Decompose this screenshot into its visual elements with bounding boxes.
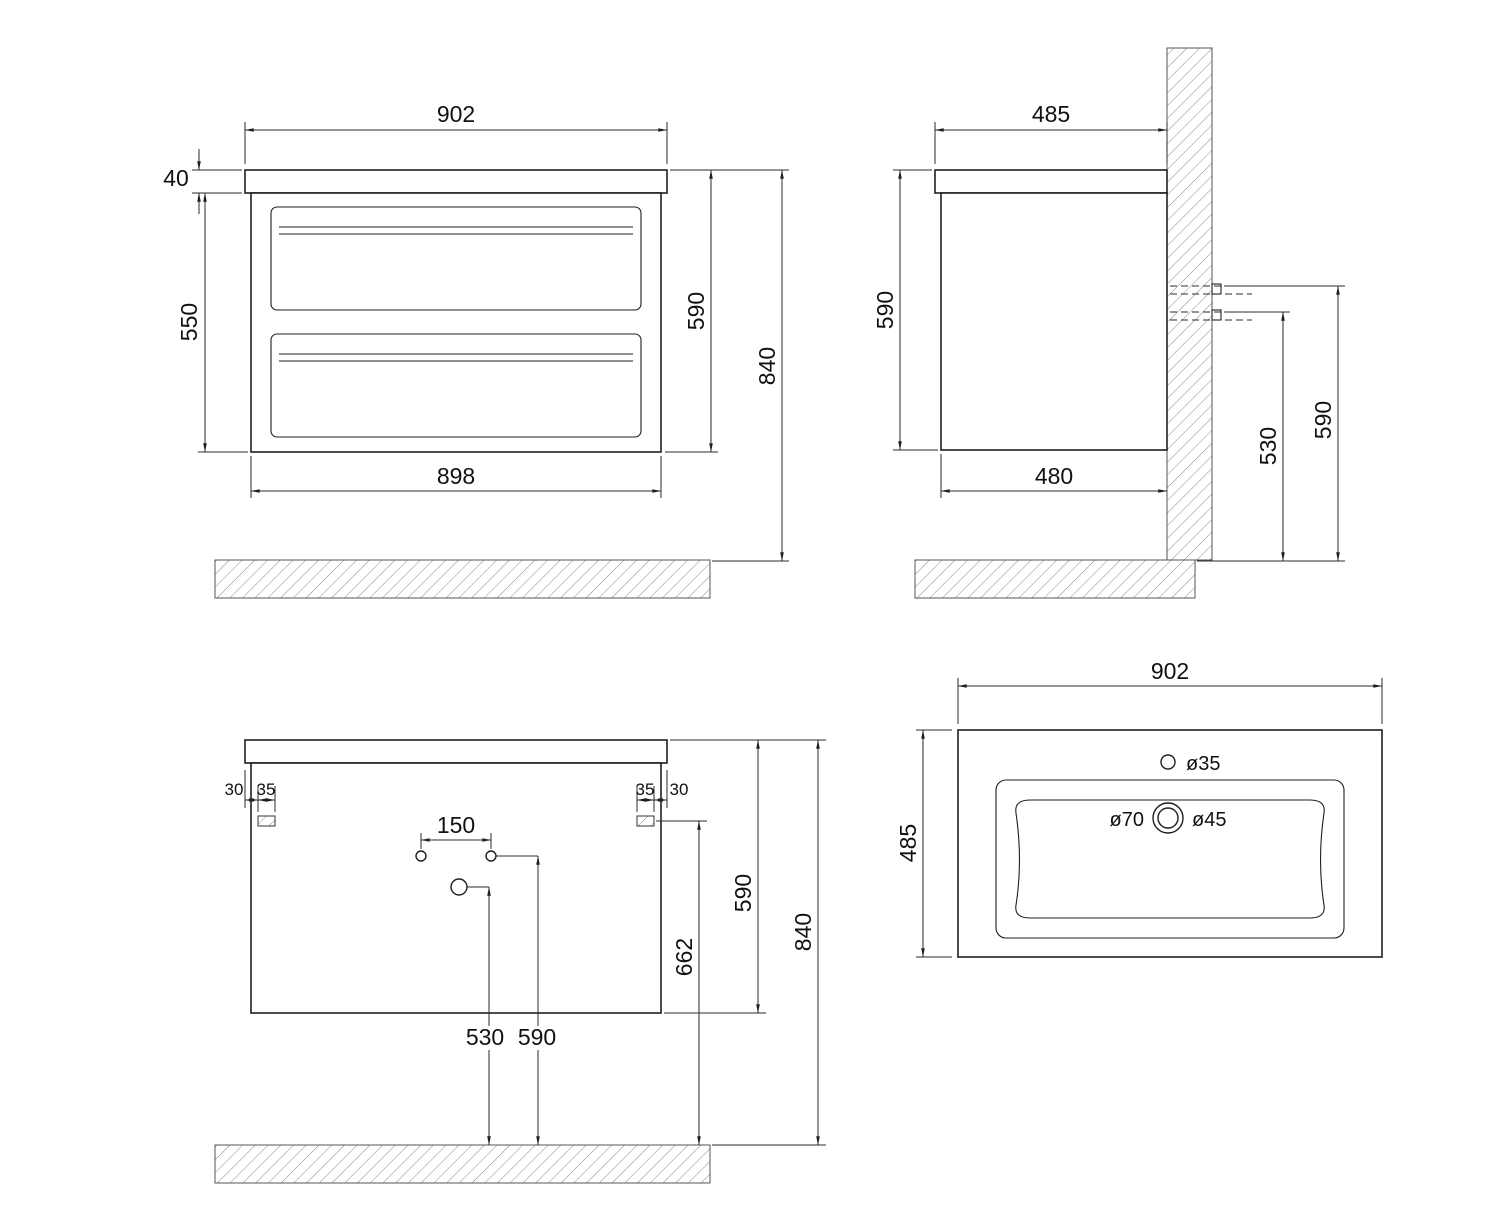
- basin-overflow-hole: [1160, 754, 1176, 770]
- dim-rear-drain-height: 530: [466, 1024, 504, 1050]
- rear-hanging-bracket-right: [636, 815, 655, 827]
- dim-front-body-height: 550: [176, 303, 202, 341]
- side-floor-hatch: [914, 559, 1196, 599]
- dim-side-height: 590: [872, 291, 898, 329]
- basin-bowl: [1015, 799, 1325, 919]
- side-countertop: [934, 169, 1168, 194]
- side-wall-bracket-lower: [1211, 309, 1222, 321]
- rear-view: 30 35 35 30 150 530 590 590 662: [214, 739, 826, 1184]
- dim-side-rail-upper-height: 590: [1310, 401, 1336, 439]
- dim-side-rail-lower-height: 530: [1255, 427, 1281, 465]
- rear-drain-hole: [450, 878, 468, 896]
- dim-rear-bracket-right-width: 35: [636, 780, 655, 799]
- side-cabinet-body: [940, 192, 1168, 451]
- side-view: 485 590 480 590 530: [872, 47, 1345, 599]
- dim-front-total-height: 840: [754, 347, 780, 385]
- dim-rear-bracket-to-floor: 662: [671, 938, 697, 976]
- dim-basin-depth: 485: [895, 824, 921, 862]
- rear-countertop: [244, 739, 668, 764]
- basin-rim: [995, 779, 1345, 939]
- dim-side-depth-top: 485: [1032, 101, 1070, 127]
- dim-basin-faucet-inner: ø45: [1192, 809, 1226, 831]
- front-cabinet-body: [250, 192, 662, 453]
- basin-faucet-hole-inner: [1157, 807, 1179, 829]
- basin-top-view: ø35 ø70 ø45 902 485: [895, 658, 1383, 958]
- rear-floor-hatch: [214, 1144, 711, 1184]
- front-drawer-top: [270, 206, 642, 311]
- dim-rear-hole-spacing: 150: [437, 812, 475, 838]
- dim-basin-faucet-outer: ø70: [1110, 809, 1144, 831]
- front-countertop: [244, 169, 668, 194]
- dim-rear-total-height: 840: [790, 913, 816, 951]
- side-wall-bracket-upper: [1211, 283, 1222, 295]
- dim-rear-height-with-countertop: 590: [730, 874, 756, 912]
- dim-rear-bracket-left-width: 35: [257, 780, 276, 799]
- dim-side-body-depth: 480: [1035, 463, 1073, 489]
- front-drawer-bottom: [270, 333, 642, 438]
- front-view: 902 40 550 590 840 898: [163, 101, 789, 599]
- rear-fixing-hole-right: [485, 850, 497, 862]
- dim-rear-bracket-right-offset: 30: [670, 780, 689, 799]
- dim-rear-hole-height: 590: [518, 1024, 556, 1050]
- dim-front-body-width: 898: [437, 463, 475, 489]
- rear-fixing-hole-left: [415, 850, 427, 862]
- dim-front-countertop-thickness: 40: [163, 165, 189, 191]
- dim-front-width-top: 902: [437, 101, 475, 127]
- side-wall-hatch: [1166, 47, 1213, 561]
- rear-hanging-bracket-left: [257, 815, 276, 827]
- dim-front-height-with-countertop: 590: [683, 292, 709, 330]
- dim-rear-bracket-left-offset: 30: [225, 780, 244, 799]
- dim-basin-overflow-diameter: ø35: [1186, 753, 1220, 775]
- dim-basin-width: 902: [1151, 658, 1189, 684]
- front-floor-hatch: [214, 559, 711, 599]
